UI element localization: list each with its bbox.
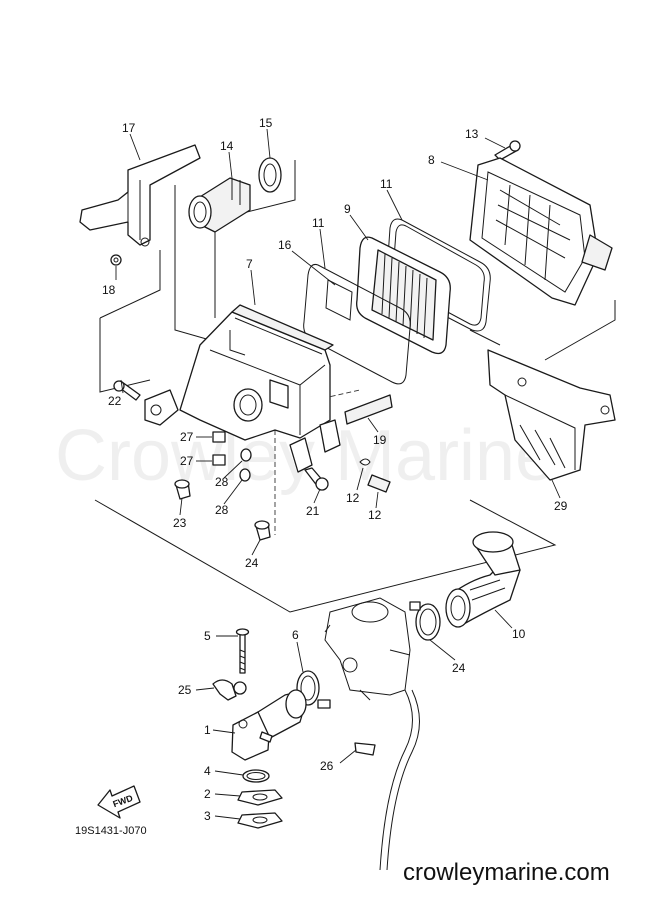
site-footer: crowleymarine.com (403, 859, 610, 886)
callout-7: 7 (246, 257, 253, 271)
callout-6: 6 (292, 628, 299, 642)
part-13-clip (359, 458, 371, 466)
part-11-gasket-b (303, 264, 411, 385)
part-1-manifold (231, 689, 307, 761)
part-24-collars (174, 479, 271, 541)
callout-29: 29 (554, 499, 568, 513)
part-27-clips (212, 431, 226, 466)
callout-11b: 11 (312, 216, 325, 230)
callout-27b: 27 (180, 454, 194, 468)
callout-26: 26 (320, 759, 334, 773)
part-11-gasket-a (386, 218, 491, 332)
part-10-hose (445, 531, 521, 628)
part-9-element (356, 236, 451, 355)
callout-1: 1 (204, 723, 211, 737)
part-29-cover (487, 349, 616, 481)
drawing-code: 19S1431-J070 (75, 825, 147, 837)
part-2-gasket (237, 789, 283, 806)
callout-12: 12 (368, 508, 382, 522)
callout-5: 5 (204, 629, 211, 643)
part-28-grommets (239, 448, 252, 482)
callout-4: 4 (204, 764, 211, 778)
callout-15: 14 (220, 139, 234, 153)
callout-8: 8 (428, 153, 435, 167)
callout-21: 24 (452, 661, 466, 675)
part-4-o-ring (242, 769, 270, 783)
part-21-clamp (409, 601, 441, 641)
callout-18: 17 (122, 121, 136, 135)
callout-20: 19 (373, 433, 387, 447)
callout-28b: 28 (215, 503, 229, 517)
callout-9: 9 (344, 202, 351, 216)
callout-2: 2 (204, 787, 211, 801)
callout-13: 12 (346, 491, 360, 505)
callout-28a: 28 (215, 475, 229, 489)
callout-numbers: 17 14 15 13 8 11 9 11 16 7 18 22 27 27 2… (102, 116, 568, 823)
part-18-bracket (79, 144, 201, 247)
part-7-case (144, 304, 341, 473)
leader-lines (115, 128, 561, 820)
part-8-cap (469, 157, 613, 306)
callout-11a: 11 (380, 177, 393, 191)
fwd-arrow-icon: FWD (97, 785, 141, 819)
callout-19: 18 (102, 283, 116, 297)
part-12-cap (367, 474, 391, 493)
part-22-bolt (304, 467, 329, 491)
part-3-gasket (237, 812, 283, 829)
callout-24a: 23 (173, 516, 187, 530)
callout-25: 25 (178, 683, 192, 697)
callout-22: 21 (306, 504, 320, 518)
part-16-o-ring (258, 157, 282, 193)
callout-14: 13 (465, 127, 479, 141)
part-25-clip (212, 679, 247, 701)
part-15-joint (188, 177, 251, 233)
callout-27a: 27 (180, 430, 194, 444)
part-19-washer (110, 254, 122, 266)
carburetor-outline (324, 597, 411, 701)
part-26-hose (354, 689, 420, 871)
callout-10: 10 (512, 627, 526, 641)
part-20-label (344, 394, 393, 425)
callout-24b: 24 (245, 556, 259, 570)
callout-3: 3 (204, 809, 211, 823)
callout-17: 16 (278, 238, 292, 252)
part-14-bolt (494, 140, 521, 161)
callout-16: 15 (259, 116, 273, 130)
part-17-seal (325, 279, 353, 321)
callout-23: 22 (108, 394, 122, 408)
part-5-bolt (235, 628, 250, 674)
